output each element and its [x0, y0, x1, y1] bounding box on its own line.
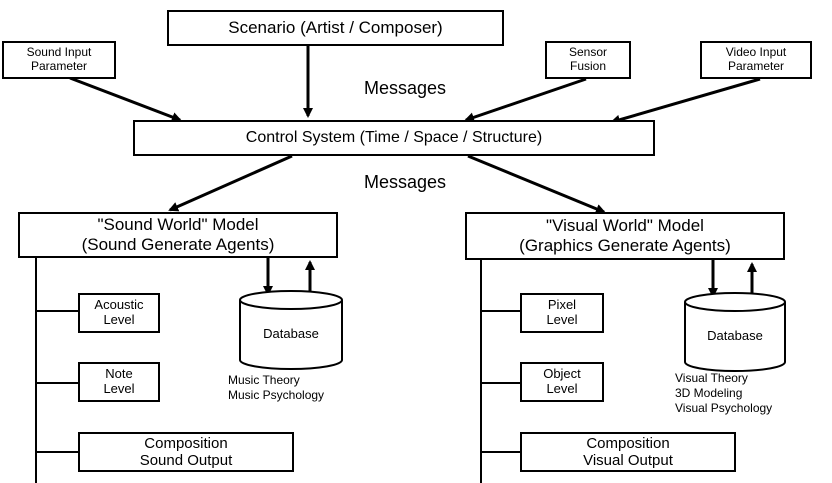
control-system-box: Control System (Time / Space / Structure… [133, 120, 655, 156]
sound-world-title-line1: "Sound World" Model [97, 215, 259, 235]
video-input-label-line1: Video Input [725, 45, 787, 60]
scenario-box: Scenario (Artist / Composer) [167, 10, 504, 46]
visual-note-visual-psychology: Visual Psychology [675, 401, 773, 415]
note-level-line1: Note [105, 366, 133, 382]
sound-note-music-psychology: Music Psychology [228, 388, 325, 402]
visual-note-3d-modeling: 3D Modeling [675, 386, 743, 400]
messages-bottom-label: Messages [363, 172, 447, 192]
messages-top-label: Messages [363, 78, 447, 98]
visual-database-notes: Visual Theory 3D Modeling Visual Psychol… [675, 371, 832, 416]
visual-composition-line1: Composition [586, 434, 670, 452]
visual-composition-line2: Visual Output [583, 452, 673, 469]
object-level-line2: Level [546, 381, 578, 396]
sensor-fusion-label-line1: Sensor [568, 45, 608, 60]
acoustic-level-line1: Acoustic [94, 297, 144, 313]
sound-input-label-line1: Sound Input [26, 45, 92, 60]
sound-input-label-line2: Parameter [30, 59, 87, 73]
sound-input-parameter-box: Sound Input Parameter [2, 41, 116, 79]
pixel-level-line1: Pixel [547, 297, 577, 313]
object-level-box: Object Level [520, 362, 604, 402]
control-system-label: Control System (Time / Space / Structure… [245, 128, 543, 146]
object-level-line1: Object [543, 366, 581, 382]
sound-composition-line2: Sound Output [139, 452, 233, 469]
arrow-control-to-sound-world [168, 154, 293, 212]
sound-world-model-box: "Sound World" Model (Sound Generate Agen… [18, 212, 338, 258]
visual-database-label: Database [707, 328, 763, 343]
note-level-box: Note Level [78, 362, 160, 402]
video-input-parameter-box: Video Input Parameter [700, 41, 812, 79]
visual-world-model-box: "Visual World" Model (Graphics Generate … [465, 212, 785, 260]
sensor-fusion-box: Sensor Fusion [545, 41, 631, 79]
sound-note-music-theory: Music Theory [228, 373, 300, 387]
visual-world-title-line1: "Visual World" Model [546, 216, 704, 236]
visual-composition-box: Composition Visual Output [520, 432, 736, 472]
arrow-sensor-to-control [464, 77, 587, 123]
pixel-level-line2: Level [546, 312, 578, 327]
acoustic-level-box: Acoustic Level [78, 293, 160, 333]
sound-database-label: Database [263, 326, 319, 341]
video-input-label-line2: Parameter [727, 59, 785, 73]
visual-database-cylinder [684, 292, 786, 372]
scenario-label: Scenario (Artist / Composer) [228, 18, 443, 38]
sound-world-title-line2: (Sound Generate Agents) [81, 235, 275, 254]
sound-composition-box: Composition Sound Output [78, 432, 294, 472]
sound-database-cylinder [239, 290, 343, 370]
sound-composition-line1: Composition [144, 434, 228, 452]
arrow-control-to-visual-world [467, 154, 606, 214]
acoustic-level-line2: Level [103, 312, 135, 327]
arrow-video-input-to-control [610, 77, 761, 125]
note-level-line2: Level [103, 381, 135, 396]
visual-note-visual-theory: Visual Theory [675, 371, 748, 385]
pixel-level-box: Pixel Level [520, 293, 604, 333]
sound-database-notes: Music Theory Music Psychology [228, 373, 398, 403]
sensor-fusion-label-line2: Fusion [569, 59, 607, 73]
visual-world-title-line2: (Graphics Generate Agents) [519, 236, 731, 255]
arrow-sound-input-to-control [69, 76, 182, 122]
